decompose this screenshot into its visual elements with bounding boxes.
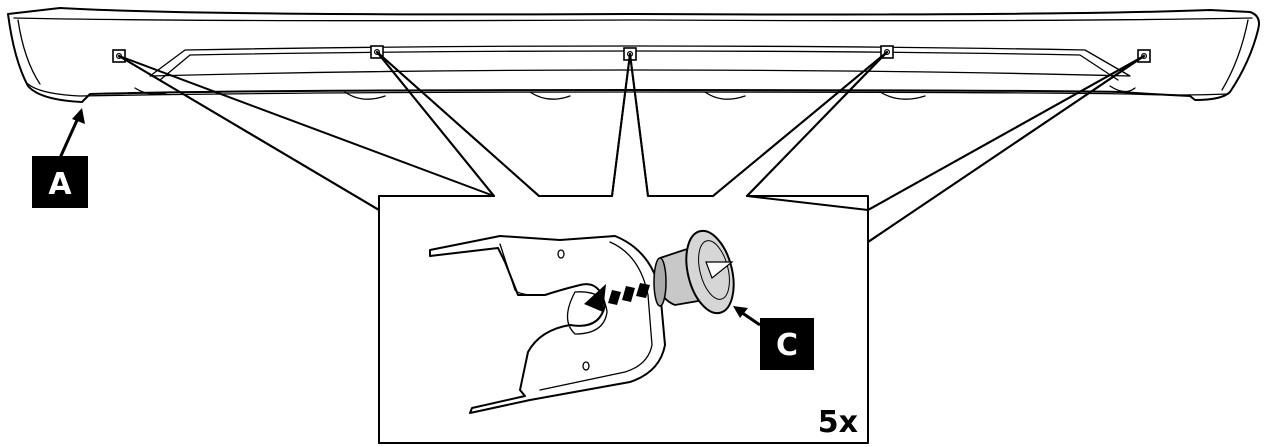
clip-shank-end [653, 257, 667, 307]
leader-line-3 [611, 53, 631, 197]
leader-lines [118, 51, 1145, 243]
spoiler-inner-panel-edge [159, 50, 1119, 81]
insertion-arrow [584, 283, 650, 312]
callout-a-arrow-line [58, 117, 80, 159]
leader-line-4 [712, 51, 888, 197]
spoiler-lower-rail [27, 83, 1229, 97]
spoiler-inner-panel [149, 45, 1131, 77]
spoiler-right-end [1221, 19, 1249, 91]
leader-line-1 [118, 55, 380, 211]
leader-line-1b [118, 55, 495, 197]
leader-line-2b [376, 51, 540, 197]
callout-c-arrowhead [733, 306, 748, 318]
callout-a-box [32, 156, 88, 208]
callout-a-text: A [48, 167, 72, 202]
spoiler-outer-shell [7, 7, 1260, 103]
callout-a: A [32, 108, 88, 208]
bracket-illustration [429, 235, 666, 414]
bracket-hole-upper [557, 249, 565, 259]
clip-head-slot [705, 261, 734, 279]
spoiler-part [7, 7, 1260, 103]
leader-line-3b [629, 53, 649, 197]
callout-c-text: C [776, 328, 798, 363]
callout-a-arrowhead [72, 108, 85, 124]
leader-line-4b [746, 51, 888, 197]
spoiler-left-end [17, 19, 41, 85]
leader-line-5b [867, 55, 1145, 243]
callout-c-box [760, 318, 814, 370]
detail-callout: C 5x [118, 51, 1145, 444]
quantity-label: 5x [818, 405, 858, 440]
push-clip-illustration [653, 229, 735, 315]
spoiler-top-edge [13, 17, 1253, 22]
bracket-hole-lower [582, 361, 590, 371]
clip-head-ring [698, 240, 730, 300]
detail-box-border [378, 195, 869, 444]
bracket-inner-fold [499, 241, 653, 391]
callout-c-label: C [760, 318, 814, 370]
leader-line-2 [376, 51, 495, 197]
leader-line-5 [867, 55, 1145, 211]
